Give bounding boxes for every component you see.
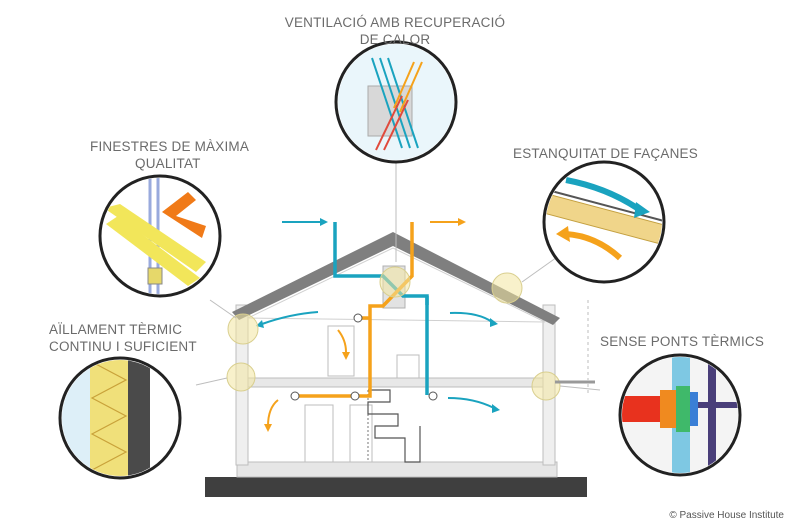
label-bridges-line1: SENSE PONTS TÈRMICS bbox=[600, 334, 765, 349]
thermal-bridge-detail-circle bbox=[618, 353, 742, 477]
label-insulation: AÏLLAMENT TÈRMIC CONTINU I SUFICIENT bbox=[49, 321, 229, 355]
label-airtight-line1: ESTANQUITAT DE FAÇANES bbox=[513, 146, 698, 161]
room-airflow-arrows bbox=[261, 311, 495, 427]
windows-detail-circle bbox=[98, 174, 222, 298]
foundation bbox=[236, 461, 558, 478]
door-upper-right bbox=[396, 354, 420, 379]
label-insulation-line2: CONTINU I SUFICIENT bbox=[49, 339, 197, 354]
insulation-detail-circle bbox=[58, 356, 182, 480]
label-windows-line1: FINESTRES DE MÀXIMA bbox=[90, 139, 250, 154]
door-lower-mid bbox=[349, 404, 373, 463]
balcony-detail bbox=[555, 300, 595, 395]
airtight-detail-circle bbox=[542, 160, 666, 284]
label-ventilation: VENTILACIÓ AMB RECUPERACIÓ DE CALOR bbox=[280, 14, 510, 48]
label-bridges: SENSE PONTS TÈRMICS bbox=[600, 333, 790, 350]
label-airtight: ESTANQUITAT DE FAÇANES bbox=[513, 145, 743, 162]
ventilation-detail-circle bbox=[334, 40, 458, 164]
label-windows-line2: QUALITAT bbox=[135, 156, 201, 171]
door-lower-left bbox=[304, 404, 334, 463]
room-airflow-arrowheads bbox=[256, 318, 500, 432]
vent-outlets bbox=[290, 313, 438, 401]
staircase bbox=[367, 389, 421, 463]
label-ventilation-line2: DE CALOR bbox=[359, 32, 431, 47]
fresh-air-intake-arrow bbox=[282, 218, 328, 226]
detail-markers bbox=[226, 266, 561, 401]
exhaust-air-arrow bbox=[430, 218, 466, 226]
ground-slab bbox=[205, 477, 587, 497]
label-insulation-line1: AÏLLAMENT TÈRMIC bbox=[49, 322, 183, 337]
credit-text: © Passive House Institute bbox=[669, 510, 784, 521]
door-upper-left bbox=[327, 325, 355, 377]
label-windows: FINESTRES DE MÀXIMA QUALITAT bbox=[90, 138, 270, 172]
callout-lines bbox=[195, 157, 601, 391]
label-ventilation-line1: VENTILACIÓ AMB RECUPERACIÓ bbox=[284, 15, 506, 30]
floor-slab bbox=[247, 377, 544, 388]
roof-inner bbox=[247, 247, 546, 323]
